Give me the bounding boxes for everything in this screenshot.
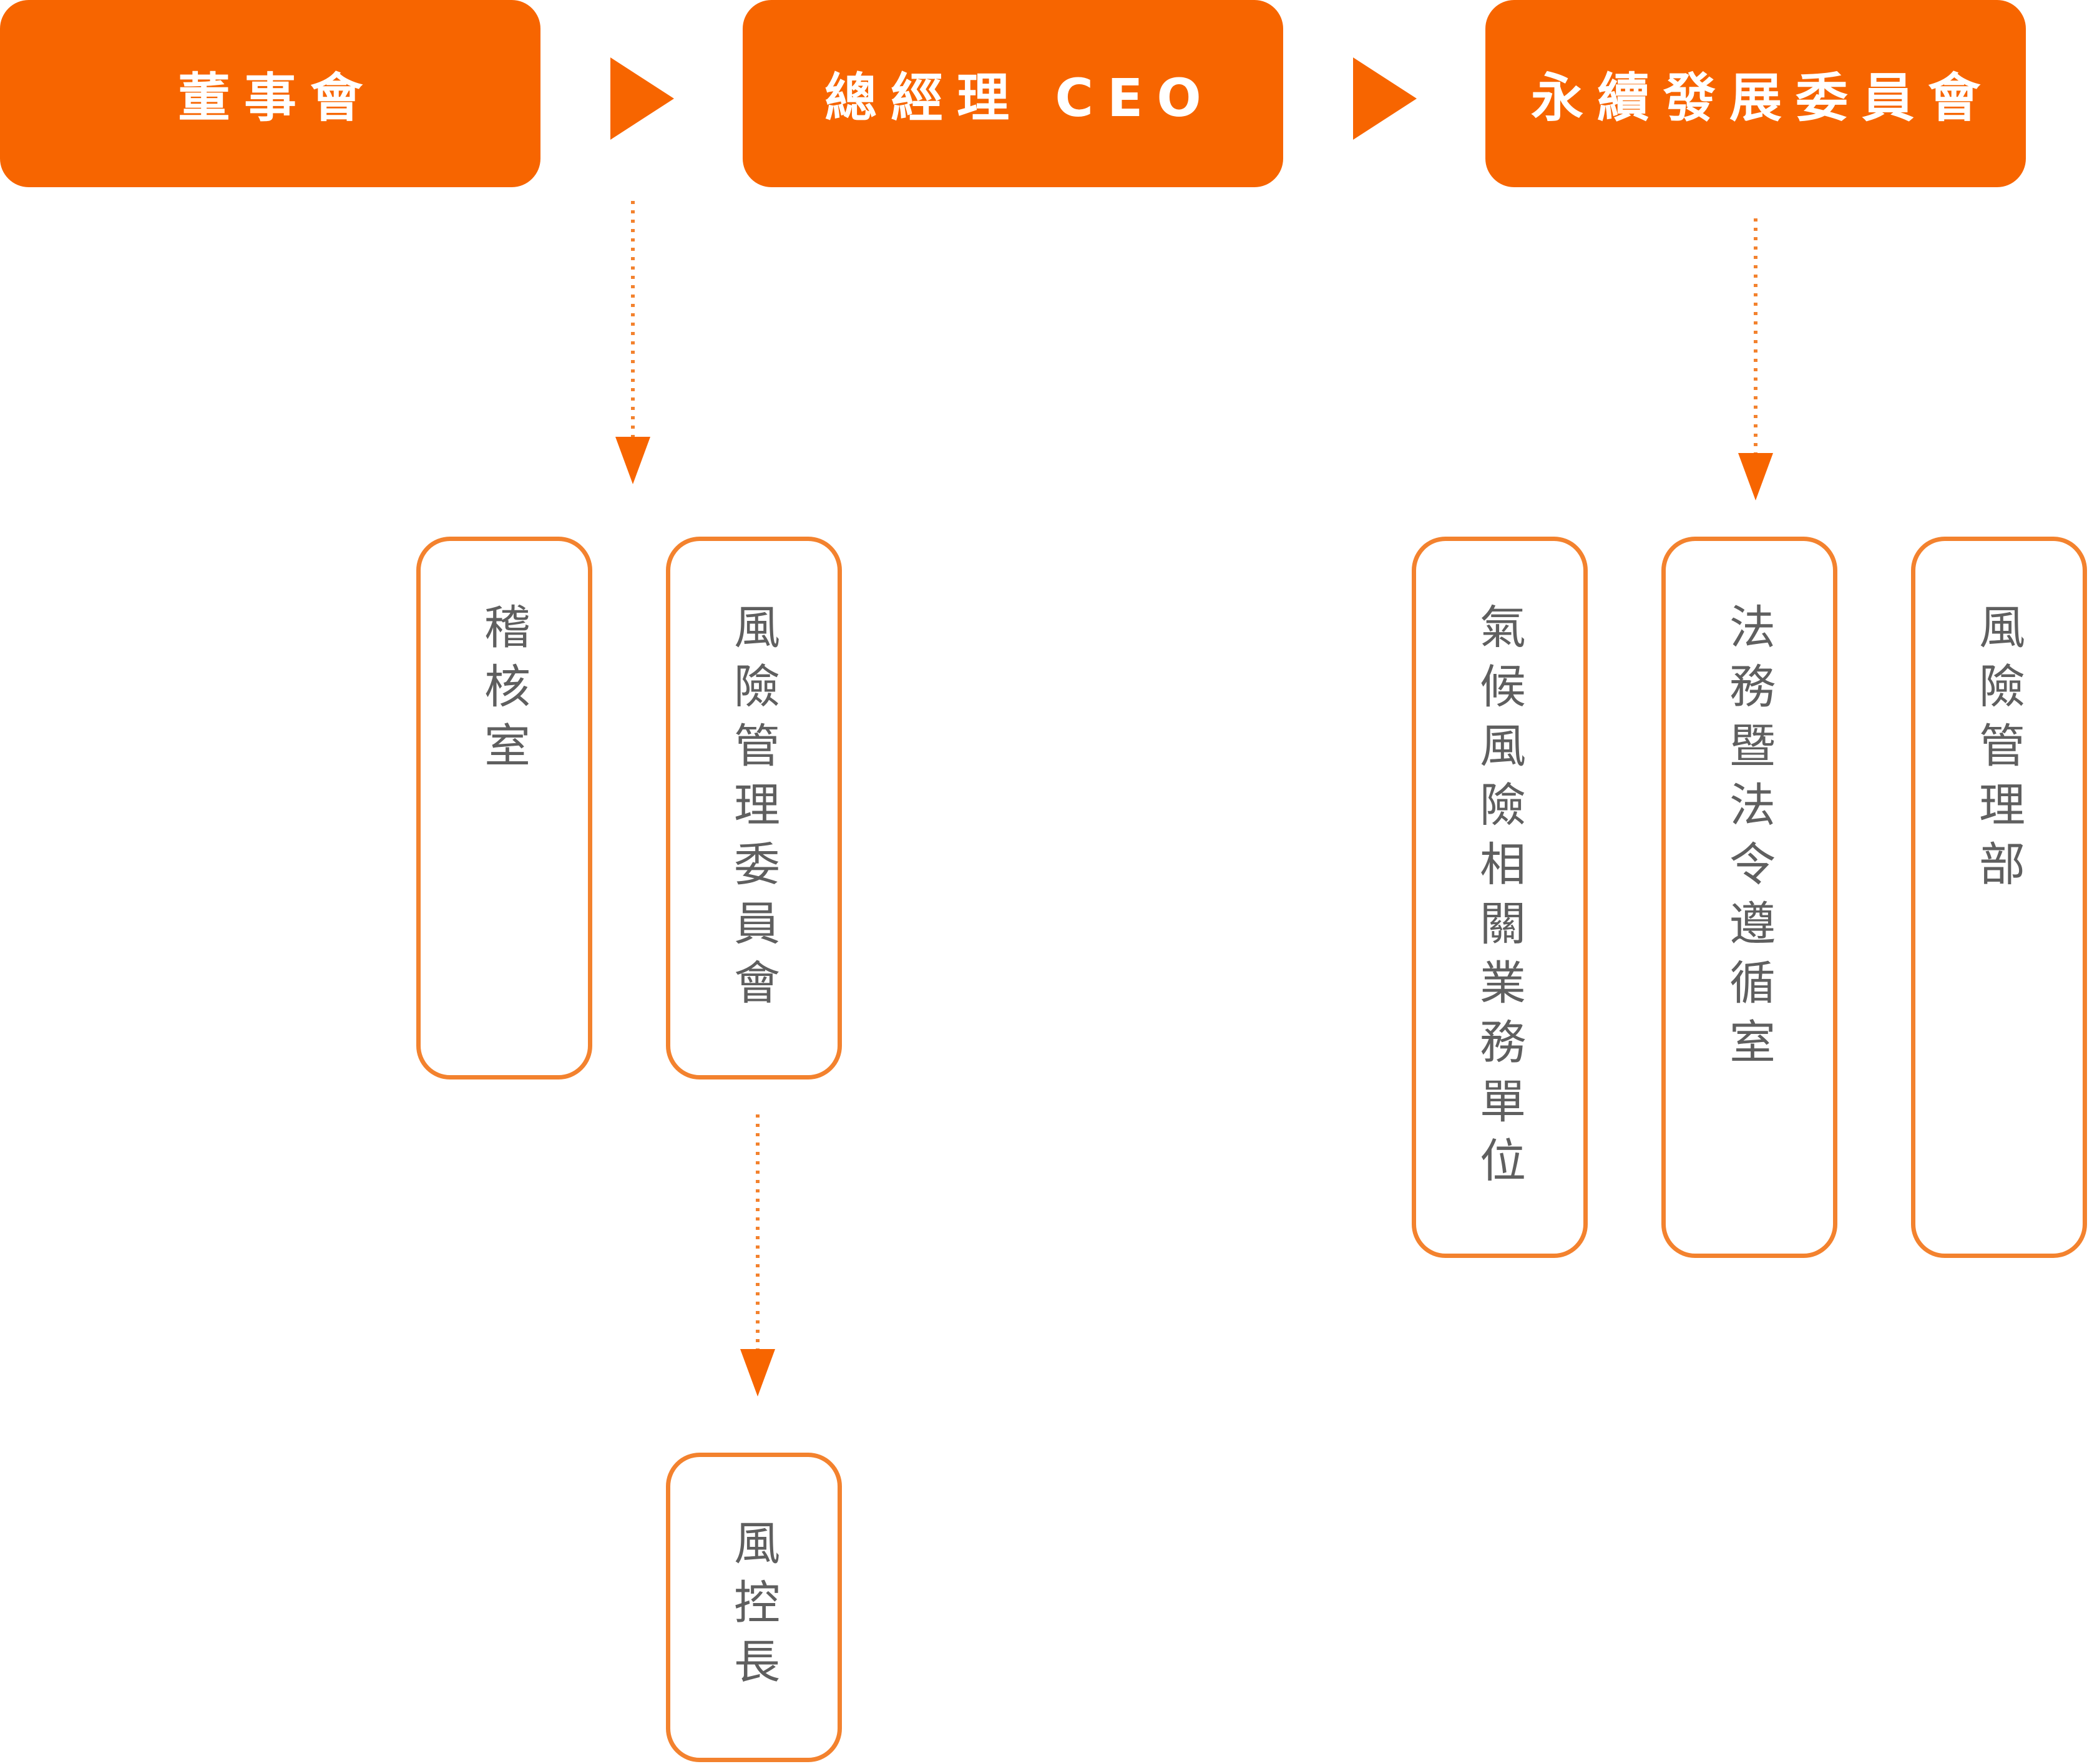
risk-management-dept-box: 風險管理部 [1911,537,2087,1258]
risk-management-dept-label: 風險管理部 [1979,601,2025,892]
risk-officer-box: 風控長 [666,1453,842,1762]
arrow-right-icon [610,57,674,140]
arrow-down-icon [615,437,650,484]
board-label: 董事會 [177,67,376,129]
ceo-box: 總經理 CEO [743,0,1283,187]
audit-office-box: 稽核室 [416,537,592,1079]
arrow-down-icon [1738,453,1773,500]
legal-compliance-label: 法務暨法令遵循室 [1729,601,1776,1070]
audit-office-label: 稽核室 [484,601,530,773]
arrow-down-icon [740,1349,775,1396]
arrow-right-icon [1353,57,1417,140]
sustainability-committee-label: 永續發展委員會 [1530,67,1994,129]
climate-risk-unit-label: 氣候風險相關業務單位 [1480,601,1526,1188]
climate-risk-unit-box: 氣候風險相關業務單位 [1412,537,1588,1258]
board-box: 董事會 [0,0,540,187]
risk-officer-label: 風控長 [734,1517,780,1689]
sustainability-committee-box: 永續發展委員會 [1485,0,2026,187]
risk-committee-box: 風險管理委員會 [666,537,842,1079]
legal-compliance-box: 法務暨法令遵循室 [1661,537,1837,1258]
risk-committee-label: 風險管理委員會 [734,601,780,1010]
ceo-label: 總經理 CEO [824,67,1215,129]
